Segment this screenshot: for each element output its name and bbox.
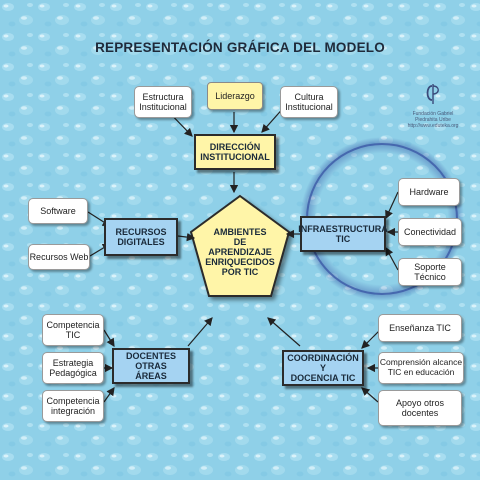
center-pentagon [189,194,291,297]
ensenanza-tic-node: Enseñanza TIC [378,314,462,342]
soporte-tecnico-node: Soporte Técnico [398,258,462,286]
conectividad-node: Conectividad [398,218,462,246]
page-title: REPRESENTACIÓN GRÁFICA DEL MODELO [95,40,385,55]
fundacion-logo: Fundación Gabriel Piedrahita Uribe http:… [407,111,459,129]
hardware-node: Hardware [398,178,460,206]
fundacion-logo-icon [426,84,439,104]
recursos-web-node: Recursos Web [28,244,90,270]
liderazgo-node: Liderazgo [207,82,263,110]
software-node: Software [28,198,88,224]
